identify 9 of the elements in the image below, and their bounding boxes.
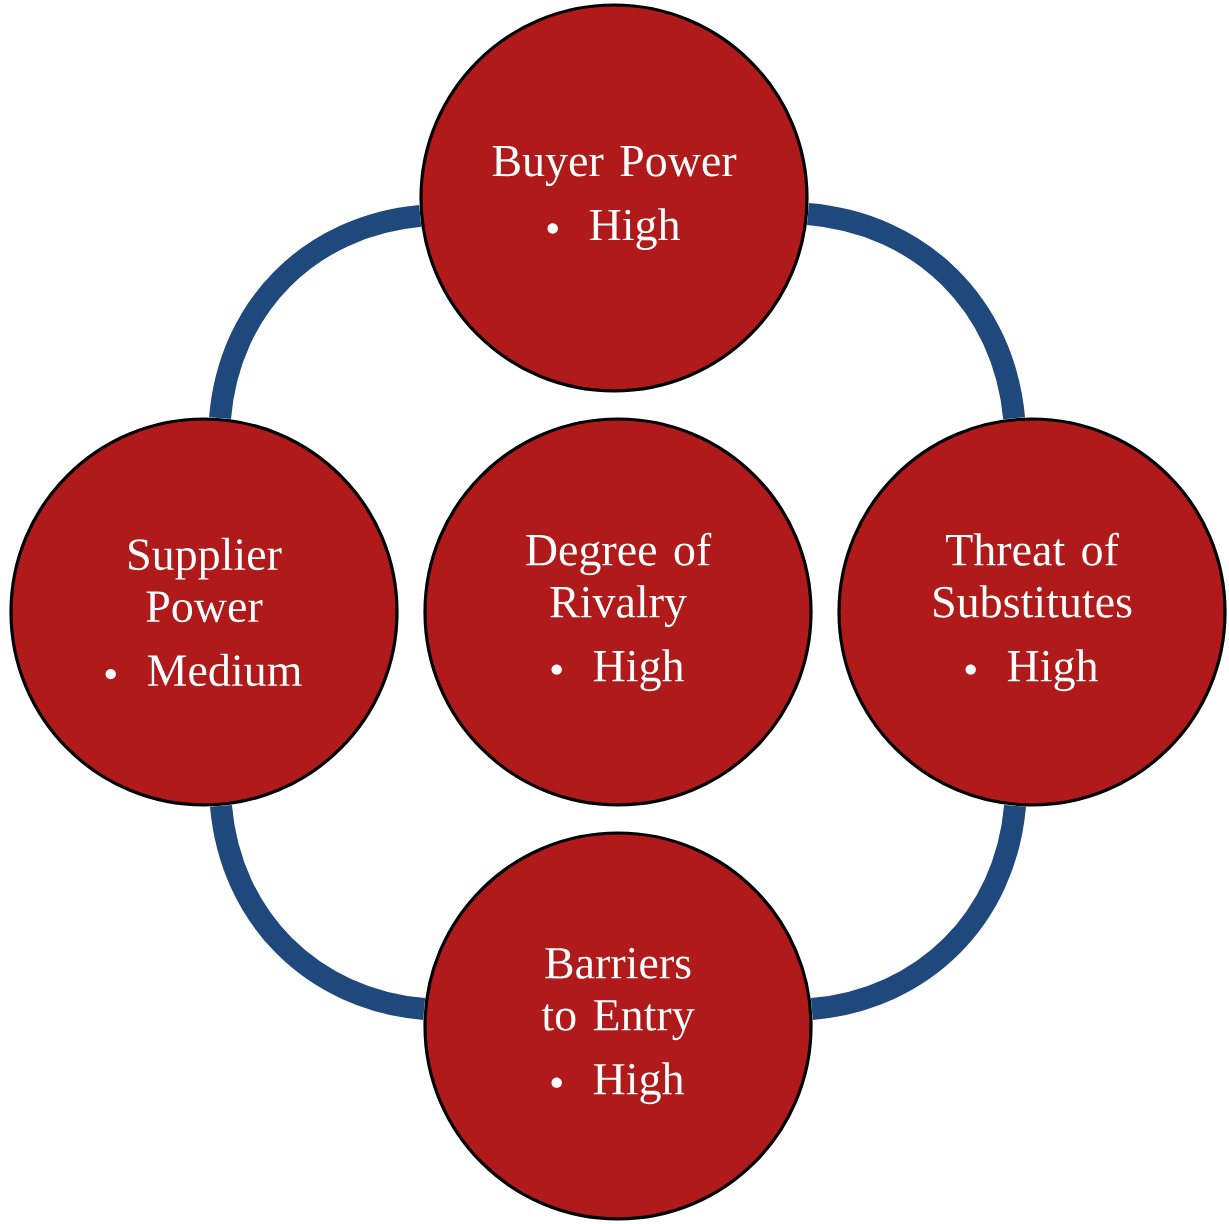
ring-arc [810,804,1026,1020]
circle-node: Buyer Power High [419,3,809,393]
circle-node: Supplier Power Medium [9,417,399,807]
circle-node: Barriers to Entry High [423,831,813,1221]
ring-arc [209,205,422,420]
circle-node: Degree of Rivalry High [423,417,813,807]
ring-arc [210,804,426,1020]
ring-arc [806,203,1025,420]
circle-node: Threat of Substitutes High [837,417,1227,807]
